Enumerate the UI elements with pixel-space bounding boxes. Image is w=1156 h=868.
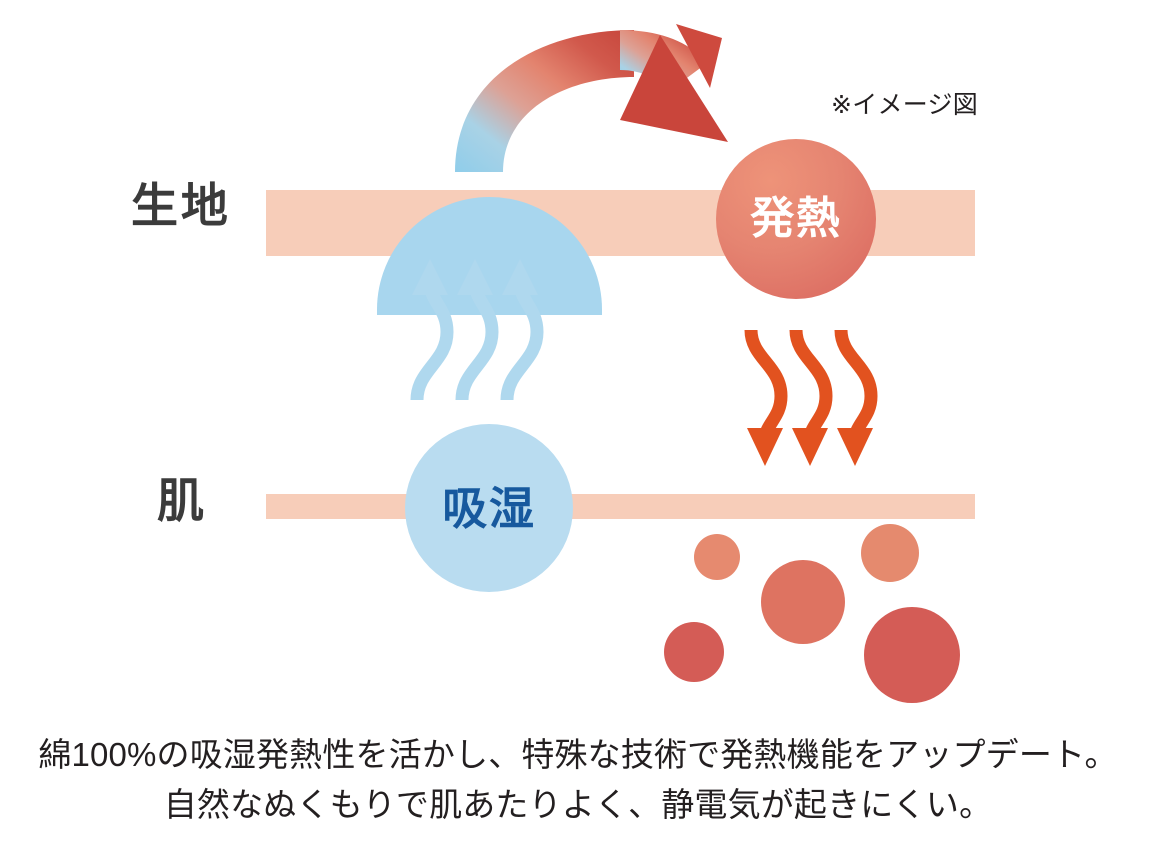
diagram-vector-layer — [410, 24, 960, 703]
skin-layer-label: 肌 — [157, 474, 207, 527]
image-disclaimer-note: ※イメージ図 — [831, 91, 978, 119]
heat-radiating-waves — [744, 329, 878, 441]
skin-layer-bar — [266, 494, 975, 519]
heat-generation-label: 発熱 — [750, 194, 842, 243]
thermal-diagram: 発熱 吸湿 生地 肌 ※イメージ図 — [131, 24, 978, 703]
moisture-absorption-label: 吸湿 — [442, 482, 536, 534]
caption-line-2: 自然なぬくもりで肌あたりよく、静電気が起きにくい。 — [163, 786, 993, 824]
curved-transfer-arrow — [455, 24, 728, 172]
caption-block: 綿100%の吸湿発熱性を活かし、特殊な技術で発熱機能をアップデート。 自然なぬく… — [0, 730, 1156, 830]
heat-radiating-arrowheads — [747, 428, 873, 466]
caption-line-1: 綿100%の吸湿発熱性を活かし、特殊な技術で発熱機能をアップデート。 — [38, 736, 1118, 773]
moisture-absorption-badge: 吸湿 — [405, 424, 573, 592]
warmth-dots — [664, 524, 960, 703]
fabric-layer-label: 生地 — [131, 179, 231, 232]
heat-generation-badge: 発熱 — [716, 139, 876, 299]
